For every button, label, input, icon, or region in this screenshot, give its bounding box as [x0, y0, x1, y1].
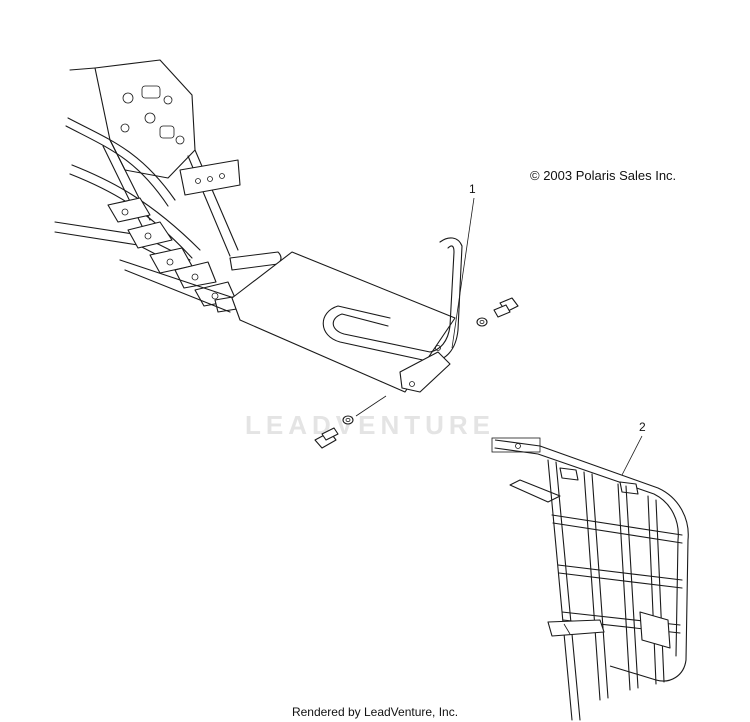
footer-credit: Rendered by LeadVenture, Inc.: [291, 705, 459, 719]
watermark: LEADVENTURE: [245, 410, 496, 440]
front-bumper-assembly: [231, 197, 519, 449]
nerf-bar-net: [491, 435, 689, 721]
copyright-notice: © 2003 Polaris Sales Inc.: [530, 168, 677, 183]
callout-part-1: 1: [469, 182, 476, 196]
callout-part-2: 2: [639, 420, 646, 434]
vehicle-frame: [54, 59, 282, 313]
